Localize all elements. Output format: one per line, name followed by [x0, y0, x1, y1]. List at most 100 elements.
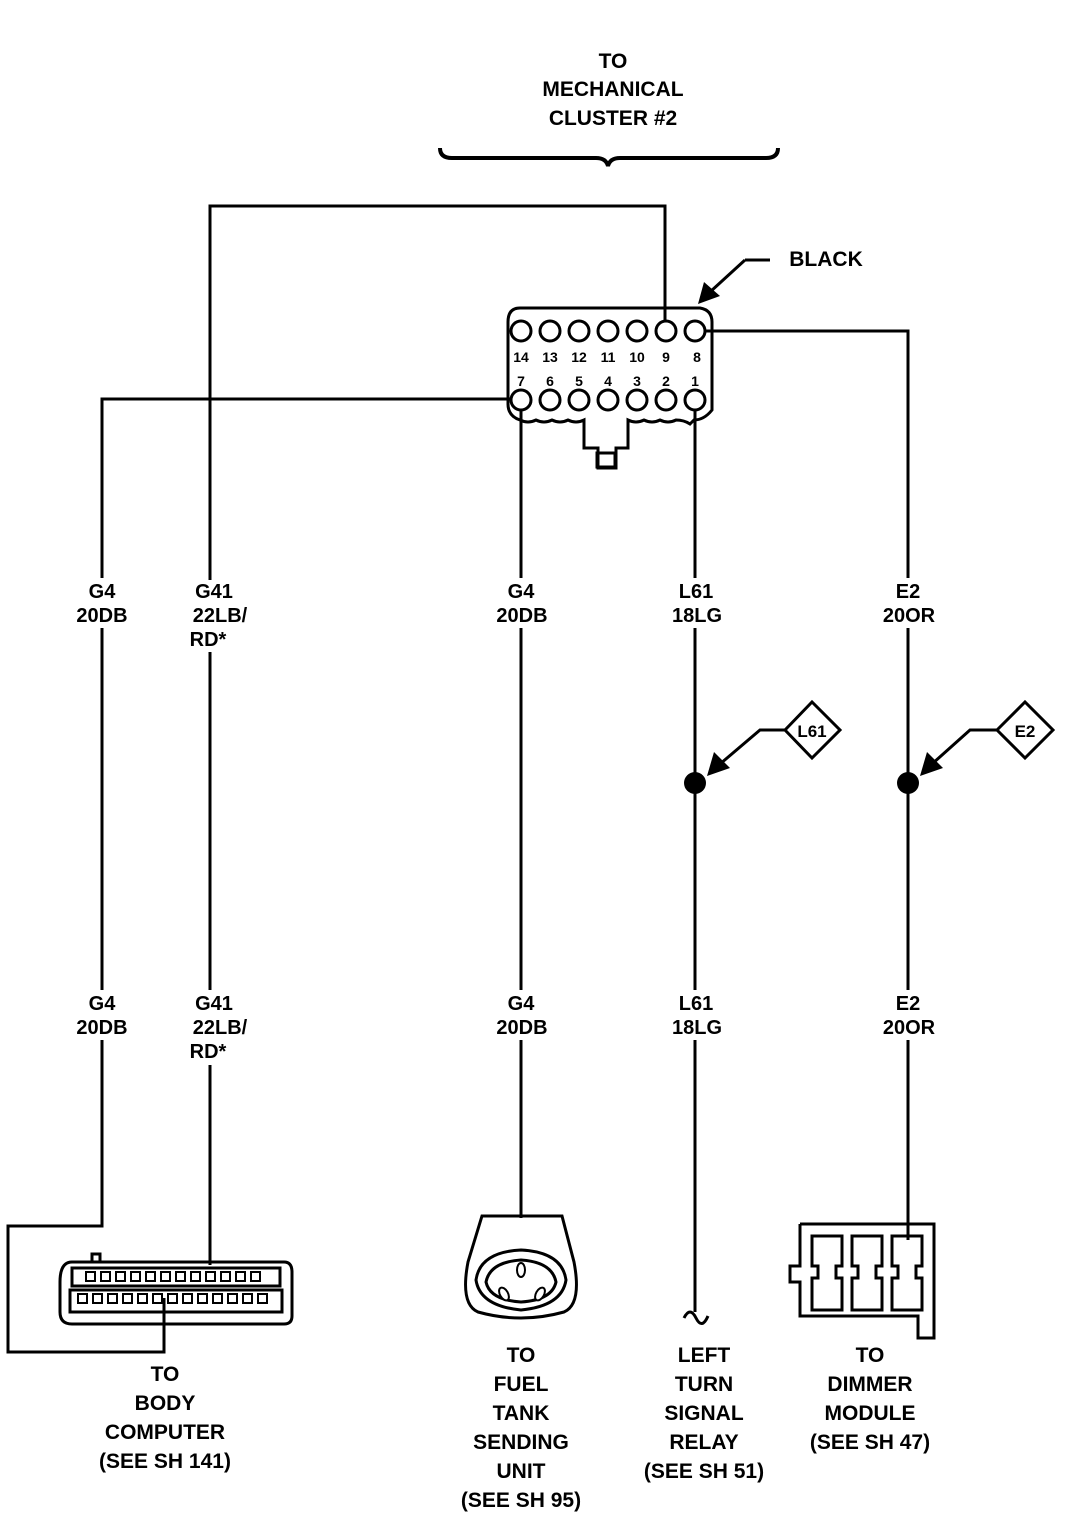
wire-gauge-label: 20OR — [883, 605, 936, 627]
pin-label: 6 — [546, 373, 554, 389]
wire-g4-left-lower — [6, 1040, 166, 1354]
pin-8 — [683, 319, 707, 343]
splice-diamond-icon — [782, 699, 843, 761]
pin-6 — [538, 388, 562, 412]
destination-body-computer: TO BODY COMPUTER (SEE SH 141) — [99, 1363, 231, 1473]
pin-4 — [596, 388, 620, 412]
splice-diamond-icon — [994, 699, 1056, 761]
splice-arrow-icon — [707, 752, 730, 776]
pin-5 — [567, 388, 591, 412]
wire-circuit-label: L61 — [679, 581, 713, 603]
pin-label: 13 — [542, 349, 558, 365]
pin-10 — [625, 319, 649, 343]
destination-line: MODULE — [825, 1402, 916, 1425]
wire-circuit-label: G41 — [195, 993, 233, 1015]
color-leader-line-2 — [708, 258, 747, 294]
destination-line: SENDING — [473, 1431, 569, 1454]
wire-circuit-label: E2 — [896, 993, 920, 1015]
destination-turn-signal-relay: LEFT TURN SIGNAL RELAY (SEE SH 51) — [644, 1344, 764, 1483]
destination-line: TANK — [493, 1402, 550, 1425]
header-line-2: MECHANICAL — [542, 78, 683, 101]
pin-12 — [567, 319, 591, 343]
destination-line: TO — [151, 1363, 180, 1386]
destination-line: (SEE SH 47) — [810, 1431, 930, 1454]
pin-9 — [654, 319, 678, 343]
pin-7 — [509, 388, 533, 412]
splice-dot-icon — [684, 772, 706, 794]
destination-line: TO — [856, 1344, 885, 1367]
connector-top-cavity — [70, 1266, 282, 1288]
wire-circuit-label: G4 — [89, 581, 117, 603]
connector-latch — [595, 451, 617, 469]
wire-color-extra-label: RD* — [190, 629, 227, 651]
header-line-1: TO — [599, 50, 628, 73]
destination-fuel-sender: TO FUEL TANK SENDING UNIT (SEE SH 95) — [461, 1344, 581, 1512]
pin-label: 7 — [517, 373, 525, 389]
connector-pins-bottom: 7 6 5 4 3 2 1 — [509, 373, 707, 412]
header-line-3: CLUSTER #2 — [549, 107, 677, 130]
wire-gauge-label: 22LB/ — [193, 1017, 248, 1039]
color-arrow-icon — [698, 282, 720, 304]
pin-label: 14 — [513, 349, 529, 365]
wire-color-extra-label: RD* — [190, 1041, 227, 1063]
pin-3 — [625, 388, 649, 412]
cluster-brace — [438, 147, 780, 167]
wire-labels-upper: G4 20DB G41 22LB/ RD* G4 20DB L61 18LG E… — [76, 581, 935, 651]
pin-label: 5 — [575, 373, 583, 389]
destination-line: COMPUTER — [105, 1421, 225, 1444]
sender-terminal — [534, 1286, 546, 1302]
pin-label: 9 — [662, 349, 670, 365]
pin-label: 8 — [693, 349, 701, 365]
pin-label: 12 — [571, 349, 587, 365]
connector-pins-top: 14 13 12 11 10 9 8 — [509, 319, 707, 365]
pin-13 — [538, 319, 562, 343]
pin-label: 1 — [691, 373, 699, 389]
destination-line: (SEE SH 95) — [461, 1489, 581, 1512]
connector-key — [90, 1252, 102, 1264]
destination-line: RELAY — [669, 1431, 738, 1454]
splice-label: L61 — [797, 722, 826, 741]
dimmer-module-connector — [788, 1222, 936, 1340]
destination-line: TO — [507, 1344, 536, 1367]
wire-break-icon — [682, 1310, 710, 1325]
wire-gauge-label: 20OR — [883, 1017, 936, 1039]
pin-label: 4 — [604, 373, 612, 389]
destination-line: FUEL — [494, 1373, 549, 1396]
splice-l61: L61 — [684, 699, 843, 794]
splice-arrow-icon — [920, 752, 943, 776]
wire-circuit-label: G4 — [89, 993, 117, 1015]
pin-2 — [654, 388, 678, 412]
wire-gauge-label: 22LB/ — [193, 605, 248, 627]
wire-circuit-label: G4 — [508, 581, 536, 603]
sender-terminal — [516, 1262, 526, 1278]
wire-circuit-label: E2 — [896, 581, 920, 603]
destination-line: (SEE SH 51) — [644, 1460, 764, 1483]
sender-terminal — [498, 1286, 510, 1302]
wire-gauge-label: 20DB — [76, 605, 127, 627]
wire-runs — [6, 204, 910, 1354]
pin-label: 3 — [633, 373, 641, 389]
splice-dot-icon — [897, 772, 919, 794]
destination-dimmer-module: TO DIMMER MODULE (SEE SH 47) — [810, 1344, 930, 1454]
connector-color-label: BLACK — [789, 248, 863, 271]
connector-bottom-cavity — [68, 1288, 284, 1314]
destination-line: LEFT — [678, 1344, 731, 1367]
destination-line: SIGNAL — [664, 1402, 744, 1425]
destination-line: BODY — [135, 1392, 196, 1415]
destination-line: UNIT — [497, 1460, 546, 1483]
wire-g4-left-upper — [100, 397, 510, 578]
wire-gauge-label: 18LG — [672, 605, 722, 627]
pin-11 — [596, 319, 620, 343]
wire-circuit-label: G4 — [508, 993, 536, 1015]
pin-14 — [509, 319, 533, 343]
pin-1 — [683, 388, 707, 412]
wire-circuit-label: G41 — [195, 581, 233, 603]
splice-e2: E2 — [897, 699, 1056, 794]
wire-gauge-label: 20DB — [496, 1017, 547, 1039]
wire-labels-lower: G4 20DB G41 22LB/ RD* G4 20DB L61 18LG E… — [76, 993, 935, 1063]
pin-label: 2 — [662, 373, 670, 389]
wire-gauge-label: 18LG — [672, 1017, 722, 1039]
splice-label: E2 — [1015, 722, 1036, 741]
fuel-sender-connector — [464, 1214, 578, 1320]
